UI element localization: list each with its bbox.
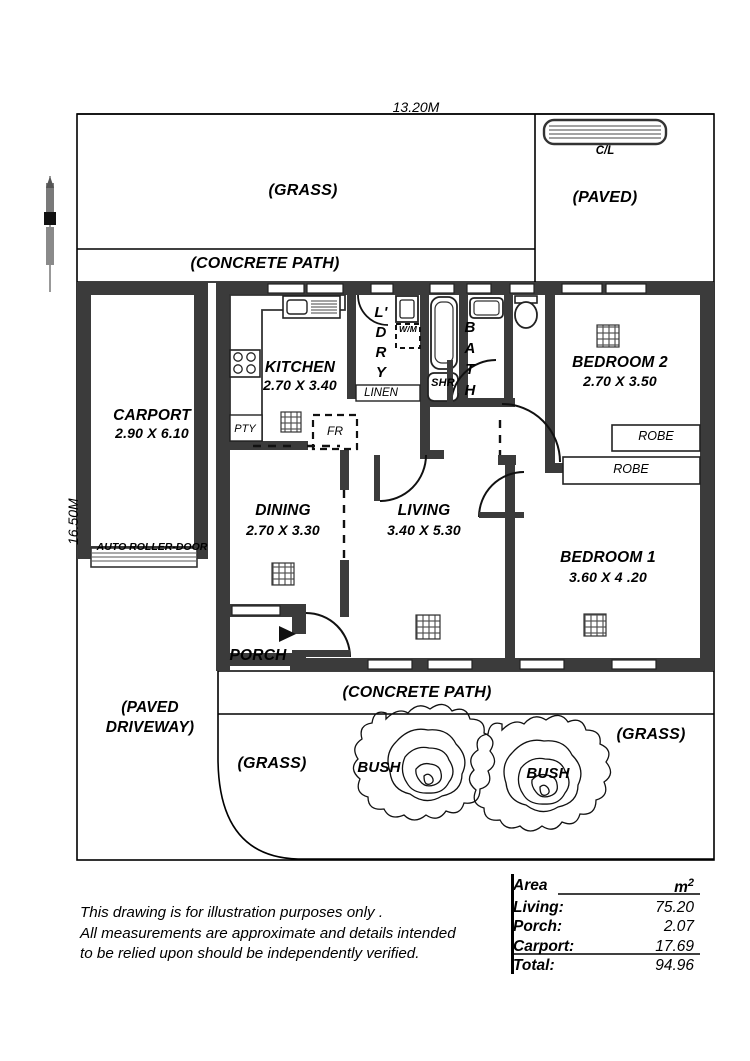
label-bath-line2: A xyxy=(464,340,476,357)
label-grass-top: (GRASS) xyxy=(268,182,338,199)
room-dim-carport: 2.90 X 6.10 xyxy=(115,425,189,441)
label-bath-line3: T xyxy=(465,361,475,378)
robes xyxy=(562,424,701,485)
area-row-value: 2.07 xyxy=(663,918,694,936)
label-bush-right: BUSH xyxy=(526,765,570,782)
label-shower: SHR xyxy=(431,377,455,389)
label-pantry: PTY xyxy=(234,423,256,435)
area-row-label: Porch: xyxy=(513,918,563,936)
door-swings xyxy=(305,294,561,658)
disclaimer-text: This drawing is for illustration purpose… xyxy=(80,903,510,965)
entry-arrow-icon xyxy=(279,626,296,642)
bush-shrub-right xyxy=(468,714,612,832)
label-washing-machine: W/M xyxy=(398,324,418,334)
label-paved-driveway-line2: DRIVEWAY) xyxy=(105,719,195,736)
label-laundry-line4: Y xyxy=(375,364,387,381)
room-label-porch: PORCH xyxy=(229,647,287,664)
windows xyxy=(231,283,657,670)
room-label-kitchen: KITCHEN xyxy=(264,359,336,376)
unit-exponent: 2 xyxy=(687,877,694,889)
area-summary-table: Area m2 Living: 75.20 Porch: 2.07 Carpor… xyxy=(511,874,700,976)
label-linen: LINEN xyxy=(364,387,398,399)
site-division-lines xyxy=(77,114,714,860)
label-clothes-line: C/L xyxy=(595,145,615,157)
room-label-dining: DINING xyxy=(255,502,311,519)
label-bath-line1: B xyxy=(464,319,476,336)
label-laundry-line2: D xyxy=(375,324,387,341)
room-dim-dining: 2.70 X 3.30 xyxy=(246,522,320,538)
label-laundry-line1: L' xyxy=(374,304,388,321)
area-row-value: 17.69 xyxy=(655,937,694,955)
area-table-header-label: Area xyxy=(513,877,548,895)
dimension-top-label: 13.20M xyxy=(392,99,440,115)
label-concrete-path-top: (CONCRETE PATH) xyxy=(190,255,340,272)
room-label-living: LIVING xyxy=(397,502,451,519)
label-concrete-path-bottom: (CONCRETE PATH) xyxy=(342,684,492,701)
bush-shrub-left xyxy=(352,703,496,821)
area-row-label: Living: xyxy=(513,898,564,916)
area-table-header-row: Area m2 xyxy=(511,874,700,898)
disclaimer-line-2: All measurements are approximate and det… xyxy=(80,924,456,942)
label-grass-bottom-left: (GRASS) xyxy=(237,755,307,772)
area-table-row: Carport: 17.69 xyxy=(511,937,700,957)
room-label-bedroom-1: BEDROOM 1 xyxy=(560,549,656,566)
area-row-label: Carport: xyxy=(513,937,575,955)
clothes-line-icon xyxy=(542,118,668,146)
label-bush-left: BUSH xyxy=(357,759,401,776)
north-arrow-icon xyxy=(44,176,56,292)
area-total-label: Total: xyxy=(513,957,555,975)
dimension-left-label: 16.50M xyxy=(65,498,81,545)
area-table-row: Living: 75.20 xyxy=(511,898,700,918)
area-table-header-unit: m2 xyxy=(621,874,700,898)
label-grass-bottom-right: (GRASS) xyxy=(616,726,686,743)
site-boundary xyxy=(76,113,715,861)
room-dim-bedroom-2: 2.70 X 3.50 xyxy=(583,373,657,389)
kitchen-fixtures xyxy=(229,294,359,451)
area-table-row: Porch: 2.07 xyxy=(511,917,700,937)
label-fridge: FR xyxy=(327,424,343,438)
label-laundry-line3: R xyxy=(375,344,387,361)
room-dim-bedroom-1: 3.60 X 4 .20 xyxy=(569,569,647,585)
unit-base: m xyxy=(674,879,688,897)
laundry-fixtures xyxy=(395,295,421,349)
room-dim-kitchen: 2.70 X 3.40 xyxy=(263,377,337,393)
room-dim-living: 3.40 X 5.30 xyxy=(387,522,461,538)
label-auto-roller-door: AUTO ROLLER-DOOR xyxy=(96,541,208,553)
area-row-value: 75.20 xyxy=(655,898,694,916)
area-table-total-row: Total: 94.96 xyxy=(511,956,700,976)
room-label-bedroom-2: BEDROOM 2 xyxy=(572,354,668,371)
disclaimer-line-1: This drawing is for illustration purpose… xyxy=(80,904,384,921)
label-bath-line4: H xyxy=(464,382,476,399)
linen-cupboard xyxy=(355,384,421,402)
window-symbols xyxy=(271,324,620,640)
area-total-value: 94.96 xyxy=(655,957,694,975)
room-label-carport: CARPORT xyxy=(113,407,191,424)
label-paved-top-right: (PAVED) xyxy=(572,189,638,206)
label-paved-driveway-line1: (PAVED xyxy=(121,699,179,716)
disclaimer-line-3: to be relied upon should be independentl… xyxy=(80,945,420,962)
label-robe-upper: ROBE xyxy=(638,429,674,443)
label-robe-lower: ROBE xyxy=(613,462,649,476)
auto-roller-door xyxy=(90,547,198,568)
